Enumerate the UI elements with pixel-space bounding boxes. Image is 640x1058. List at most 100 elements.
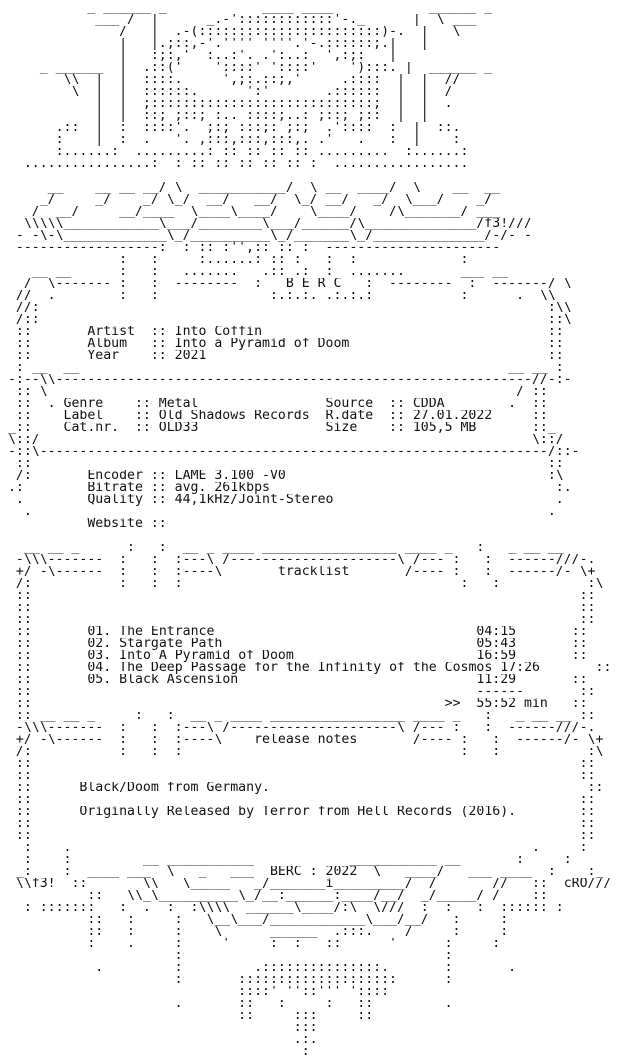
ascii-line: :: 04. The Deep Passage for the Infinity…: [0, 662, 612, 674]
ascii-line: -\\\------- : : :---\ /-----------------…: [0, 554, 596, 566]
ascii-line: : : __ ___________ ___________ __ : :: [0, 854, 572, 866]
ascii-line: :: ::: [0, 458, 564, 470]
ascii-line: :: . Genre :: Metal Source :: CDDA . ::: [0, 398, 548, 410]
track-title: Into A Pyramid of Doom: [119, 650, 294, 662]
ascii-line: __ __ _ : : __ _ ____ _________________ …: [0, 542, 564, 554]
frame-edge: ::: [0, 674, 88, 686]
track-number: 04.: [87, 662, 112, 674]
track-number: 02.: [87, 638, 112, 650]
ascii-line: -\\\------- : : :---\ /-----------------…: [0, 722, 596, 734]
ascii-line: : . : ' : : :: ' : :: [0, 938, 501, 950]
ascii-line: _:: Cat.nr. :: OLD33 Size :: 105,5 MB ::…: [0, 422, 556, 434]
ascii-line: \ | | ::::::. ':' .:::::: | | /: [0, 86, 453, 98]
ascii-line: / __/ __/____ \____\____/ \____/ /\_____…: [0, 206, 501, 218]
ascii-line: :: Artist :: Into Coffin ::: [0, 326, 564, 338]
ascii-line: ................: : :: :: :: :: :: : ...…: [0, 158, 469, 170]
ascii-line: :......: .........: :: :: :: :: ........…: [0, 146, 469, 158]
ascii-line: : :::::::::::::::::::: :: [0, 974, 453, 986]
ascii-line: .:: | : ::::'. ;:; :::;: ;:; .':::: : | …: [0, 122, 461, 134]
track-duration: 05:43: [476, 638, 517, 650]
ascii-line: Website ::: [0, 518, 167, 530]
ascii-line: : : :......: :: : : : :: [0, 254, 469, 266]
ascii-line: _ ______ _ ____ ____ ______ _: [0, 2, 493, 14]
ascii-line: -:--\\----------------------------------…: [0, 374, 572, 386]
ascii-line: -::\------------------------------------…: [0, 446, 580, 458]
ascii-line: //: :\\: [0, 302, 572, 314]
ascii-line: :: 03. Into A Pyramid of Doom 16:59 ::: [0, 650, 588, 662]
ascii-line: _/ _/ _/ \_/ __/ __/ \_/ __/ _/ \___/ _/: [0, 194, 493, 206]
ascii-line: :: ::: [0, 818, 596, 830]
ascii-line: :: Year :: 2021 ::: [0, 350, 564, 362]
ascii-line: /: : : : : : :\: [0, 746, 604, 758]
ascii-line: __ __ : : ....... .:: .: : ....... ___ _…: [0, 266, 509, 278]
ascii-line: ::::' ''::''' '::::: [0, 986, 390, 998]
ascii-line: \::/ \::/: [0, 434, 564, 446]
ascii-line: \\ | | ::::. ',;:.::;,' .:::: | | //: [0, 74, 461, 86]
track-title: Stargate Path: [119, 638, 223, 650]
ascii-line: :: Originally Released by Terror from He…: [0, 806, 596, 818]
ascii-line: :: 02. Stargate Path 05:43 ::: [0, 638, 588, 650]
ascii-line: | |.;::,-'.'''' ''''.'-.::::::;.| |: [0, 38, 429, 50]
ascii-line: / \------- : : -------- : B E R C : ----…: [0, 278, 572, 290]
total-duration: 55:52 min: [476, 698, 548, 710]
track-title: The Deep Passage for the Infinity of the…: [119, 662, 493, 674]
ascii-line: :: Album :: Into a Pyramid of Doom ::: [0, 338, 564, 350]
frame-edge: ::: [0, 626, 88, 638]
ascii-line: . :: : : :: .: [0, 998, 453, 1010]
ascii-line: :: ::: [0, 590, 596, 602]
ascii-line: :: : : \ ______ .:::. / : :: [0, 926, 509, 938]
ascii-line: :::: [0, 1022, 318, 1034]
ascii-line: ___ / | _.-'::::::::::::'-._ | \ ___: [0, 14, 477, 26]
ascii-line: . .: [0, 506, 556, 518]
ascii-line: | :;:,' :..:'. .':..: ',:;: |: [0, 50, 397, 62]
total-prefix: >>: [444, 698, 461, 710]
ascii-line: . Quality :: 44,1kHz/Joint-Stereo .: [0, 494, 564, 506]
ascii-line: . : .:::::::::::::::. : .: [0, 962, 517, 974]
ascii-line: \\\\\____________\___/________\___/_____…: [0, 218, 532, 230]
ascii-art-frame: _ ______ _ ____ ____ ______ _ ___ / | _.…: [0, 2, 611, 1058]
track-duration: 17:26: [500, 662, 540, 674]
ascii-line: :: 01. The Entrance 04:15 ::: [0, 626, 588, 638]
ascii-line: ------------------: : :: :'',:: :: : ---…: [0, 242, 501, 254]
ascii-line: | | ::; ;::; :.. ::::;..: ;::; ;:: | |: [0, 110, 429, 122]
ascii-line: +/ -\------ : : :----\ release notes /--…: [0, 734, 604, 746]
ascii-line: /:: ::\: [0, 314, 572, 326]
track-title: The Entrance: [119, 626, 215, 638]
ascii-line: :: \ / ::: [0, 386, 548, 398]
ascii-line: +/ -\------ : : :----\ tracklist /---- :…: [0, 566, 596, 578]
ascii-line: :: Black/Doom from Germany. ::: [0, 782, 604, 794]
total-separator: ------: [476, 686, 525, 698]
ascii-line: \\f3! :: \\ \_____ _/_______i_________/ …: [0, 878, 612, 890]
ascii-line: : . . :: [0, 842, 588, 854]
ascii-line: :: ::: [0, 758, 596, 770]
ascii-line: :: ::: [0, 830, 596, 842]
ascii-line: __ __ __ __/ \ ___________/ \ __ ____/ \…: [0, 182, 501, 194]
track-number: 01.: [87, 626, 112, 638]
ascii-line: :: ::: [0, 602, 596, 614]
ascii-line: :: [0, 1046, 310, 1058]
ascii-line: [0, 530, 611, 542]
ascii-line: : :: [0, 950, 453, 962]
ascii-line: /: : : : : : :\: [0, 578, 604, 590]
ascii-line: /: Encoder :: LAME 3.100 -V0 :\: [0, 470, 564, 482]
track-number: 03.: [87, 650, 112, 662]
track-duration: 16:59: [476, 650, 517, 662]
track-duration: 04:15: [476, 626, 517, 638]
ascii-line: :: >> 55:52 min ::: [0, 698, 588, 710]
frame-edge: ::: [0, 638, 88, 650]
ascii-line: | | ;::::::::::::::::::::::::::::; | | .: [0, 98, 453, 110]
ascii-line: : ::::::: : . : :\\\\ ______\____/:\ \//…: [0, 902, 564, 914]
ascii-line: :: ------ ::: [0, 686, 596, 698]
track-number: 05.: [87, 674, 112, 686]
ascii-line: : | : . '. ,:::,:::,:::,. .' . : | :: [0, 134, 461, 146]
ascii-line: _: : ____ ___ \ _ ___ BERC : 2022 \ ____…: [0, 866, 604, 878]
ascii-line: / | .-(:::::::::::::::::::::::)-. | \: [0, 26, 461, 38]
ascii-line: : __ __ __ __ :: [0, 362, 564, 374]
ascii-line: _ ______ | .::(' '::::' '::::' '):::. | …: [0, 62, 493, 74]
ascii-line: // . : : :.:.:. .:.:.: : . \\: [0, 290, 556, 302]
ascii-line: :: 05. Black Ascension 11:29 ::: [0, 674, 588, 686]
ascii-line: :: : : \__\___/____________\___/__/ : :: [0, 914, 509, 926]
ascii-line: .: Bitrate :: avg. 261kbps :.: [0, 482, 572, 494]
ascii-line: [0, 170, 611, 182]
ascii-line: :: \\_\__________\_/__:______:____/__/ _…: [0, 890, 548, 902]
